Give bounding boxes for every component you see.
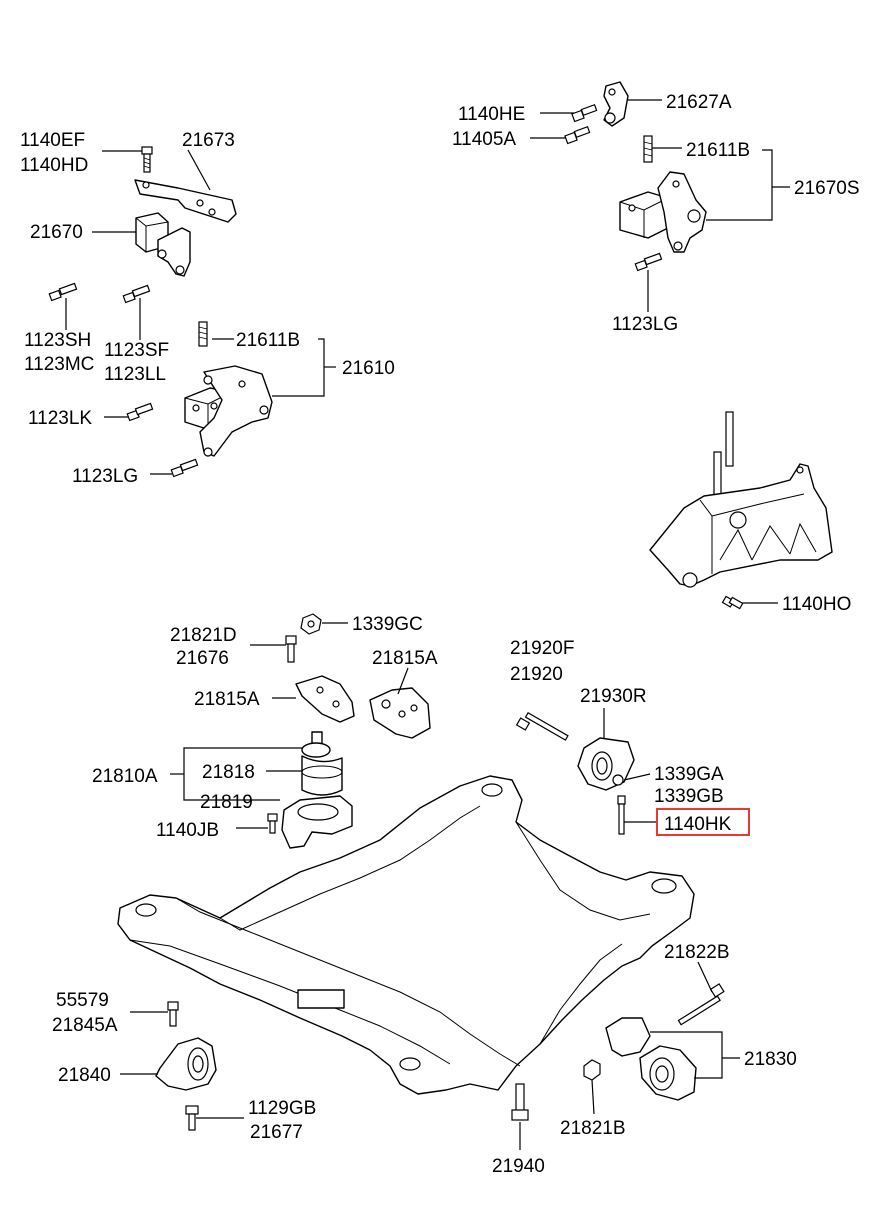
label-21920f[interactable]: 21920F: [510, 638, 574, 659]
bolt-1140hk: [617, 795, 626, 835]
label-21627a[interactable]: 21627A: [666, 92, 732, 113]
bolt-1140he: [571, 104, 598, 123]
label-1140ho[interactable]: 1140HO: [782, 594, 851, 615]
label-11405a[interactable]: 11405A: [452, 129, 516, 150]
label-21815a-right[interactable]: 21815A: [372, 648, 438, 669]
bracket-21815a-right: [369, 687, 431, 739]
label-21840[interactable]: 21840: [58, 1065, 111, 1086]
label-1140hd[interactable]: 1140HD: [20, 155, 88, 176]
mount-21830: [639, 1045, 697, 1101]
transmission-bracket: [649, 411, 833, 588]
bolt-55579: [167, 1001, 179, 1027]
nut-21821b: [583, 1059, 601, 1081]
highlight-box-1140hk: [656, 808, 750, 836]
bracket-21627a: [603, 81, 629, 127]
label-1140ef[interactable]: 1140EF: [20, 130, 85, 151]
label-21822b[interactable]: 21822B: [664, 942, 730, 963]
label-21815a-left[interactable]: 21815A: [194, 689, 260, 710]
label-1123ll[interactable]: 1123LL: [104, 364, 166, 385]
bolt-21920: [515, 711, 569, 741]
label-21611b-left[interactable]: 21611B: [236, 330, 300, 351]
mount-21930r: [577, 737, 635, 791]
bolt-21940: [511, 1083, 529, 1121]
bolt-1123sf: [122, 284, 151, 304]
label-21673[interactable]: 21673: [182, 130, 235, 151]
label-21930r[interactable]: 21930R: [580, 686, 647, 707]
label-21821d[interactable]: 21821D: [170, 625, 237, 646]
label-1123mc[interactable]: 1123MC: [24, 354, 94, 375]
label-1140jb[interactable]: 1140JB: [156, 820, 219, 841]
label-1123lg-left[interactable]: 1123LG: [72, 466, 138, 487]
stud-21611b-right: [643, 135, 653, 163]
bolt-1140jb: [267, 813, 278, 834]
label-21810a[interactable]: 21810A: [92, 766, 158, 787]
label-21676[interactable]: 21676: [176, 648, 229, 669]
label-21845a[interactable]: 21845A: [52, 1015, 118, 1036]
label-21830[interactable]: 21830: [744, 1049, 797, 1070]
bolt-1123lg-right: [634, 252, 663, 272]
bolt-1123lk: [126, 402, 154, 422]
label-21670s[interactable]: 21670S: [794, 178, 860, 199]
bracket-21670-assembly: [134, 146, 237, 277]
bolt-1123lg-left: [170, 458, 199, 478]
bracket-21815a-left: [295, 675, 355, 723]
bolt-11405a: [564, 126, 591, 145]
bolt-21822b: [677, 983, 725, 1026]
bracket-21610: [184, 365, 273, 457]
label-1123lg-right[interactable]: 1123LG: [612, 314, 678, 335]
bracket-21819: [281, 795, 353, 849]
label-21677[interactable]: 21677: [250, 1122, 303, 1143]
bolt-1129gb: [185, 1105, 199, 1131]
label-55579[interactable]: 55579: [56, 990, 109, 1011]
label-1123lk[interactable]: 1123LK: [28, 408, 92, 429]
label-1339gb[interactable]: 1339GB: [654, 786, 724, 807]
label-21920[interactable]: 21920: [510, 664, 563, 685]
bolt-21821d: [285, 635, 297, 663]
label-1339gc[interactable]: 1339GC: [352, 614, 423, 635]
label-1140hk[interactable]: 1140HK: [664, 814, 732, 835]
label-1140he[interactable]: 1140HE: [458, 104, 525, 125]
label-1123sf[interactable]: 1123SF: [104, 340, 169, 361]
bolt-1140ho: [721, 595, 744, 610]
label-21610[interactable]: 21610: [342, 358, 395, 379]
label-21821b[interactable]: 21821B: [560, 1118, 626, 1139]
mount-21670s: [619, 171, 707, 253]
nut-1339ga: [612, 774, 624, 786]
crossmember-subframe: [117, 775, 695, 1095]
label-1339ga[interactable]: 1339GA: [654, 764, 724, 785]
part-labels: 1140EF 1140HD 21673 21670 1123SH 1123MC …: [20, 92, 860, 1177]
bracket-21830-upper: [605, 1017, 651, 1057]
bolt-1140ef: [141, 146, 153, 173]
leader-lines: [65, 99, 790, 1150]
label-21611b-right[interactable]: 21611B: [686, 140, 750, 161]
label-21940[interactable]: 21940: [492, 1156, 545, 1177]
label-21818[interactable]: 21818: [202, 762, 255, 783]
label-21819[interactable]: 21819: [200, 792, 253, 813]
bolt-1123sh: [48, 282, 78, 302]
mount-21840: [155, 1037, 217, 1091]
label-1129gb[interactable]: 1129GB: [248, 1098, 316, 1119]
label-21670[interactable]: 21670: [30, 222, 83, 243]
nut-1339gc: [300, 613, 322, 635]
label-1123sh[interactable]: 1123SH: [24, 330, 91, 351]
stud-21611b-left: [198, 321, 208, 347]
insulator-21818: [301, 731, 343, 796]
